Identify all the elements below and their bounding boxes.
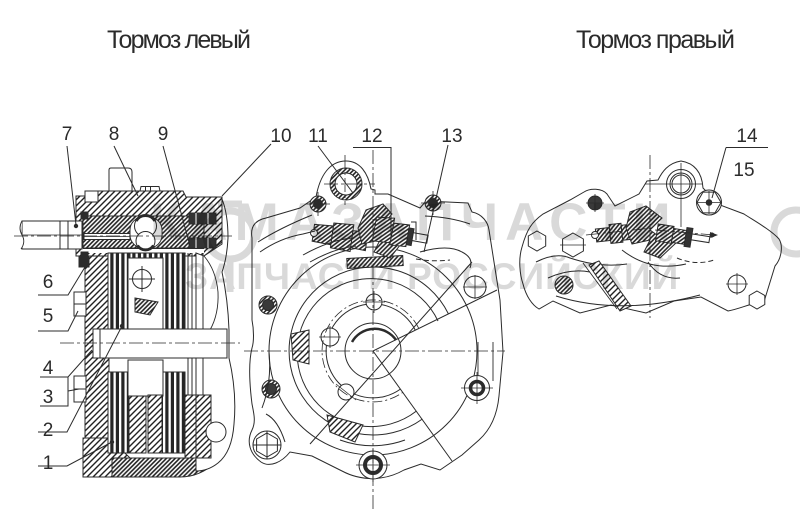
svg-text:ЗАПЧАСТИ РОССИЙСКИЙ: ЗАПЧАСТИ РОССИЙСКИЙ [185,255,679,297]
svg-text:1: 1 [43,453,54,474]
svg-text:10: 10 [270,126,291,147]
svg-text:2: 2 [43,420,54,441]
svg-text:7: 7 [62,124,73,145]
svg-text:11: 11 [308,126,328,147]
svg-text:3: 3 [43,387,54,408]
svg-text:12: 12 [361,126,382,147]
svg-text:15: 15 [733,160,754,181]
svg-text:13: 13 [441,126,462,147]
svg-text:Тормоз правый: Тормоз правый [576,26,735,54]
svg-text:Тормоз левый: Тормоз левый [107,26,251,54]
svg-text:8: 8 [109,124,120,145]
svg-text:5: 5 [43,306,54,327]
svg-text:6: 6 [43,272,54,293]
svg-text:14: 14 [736,126,758,147]
svg-text:4: 4 [43,358,54,379]
svg-text:9: 9 [158,124,169,145]
